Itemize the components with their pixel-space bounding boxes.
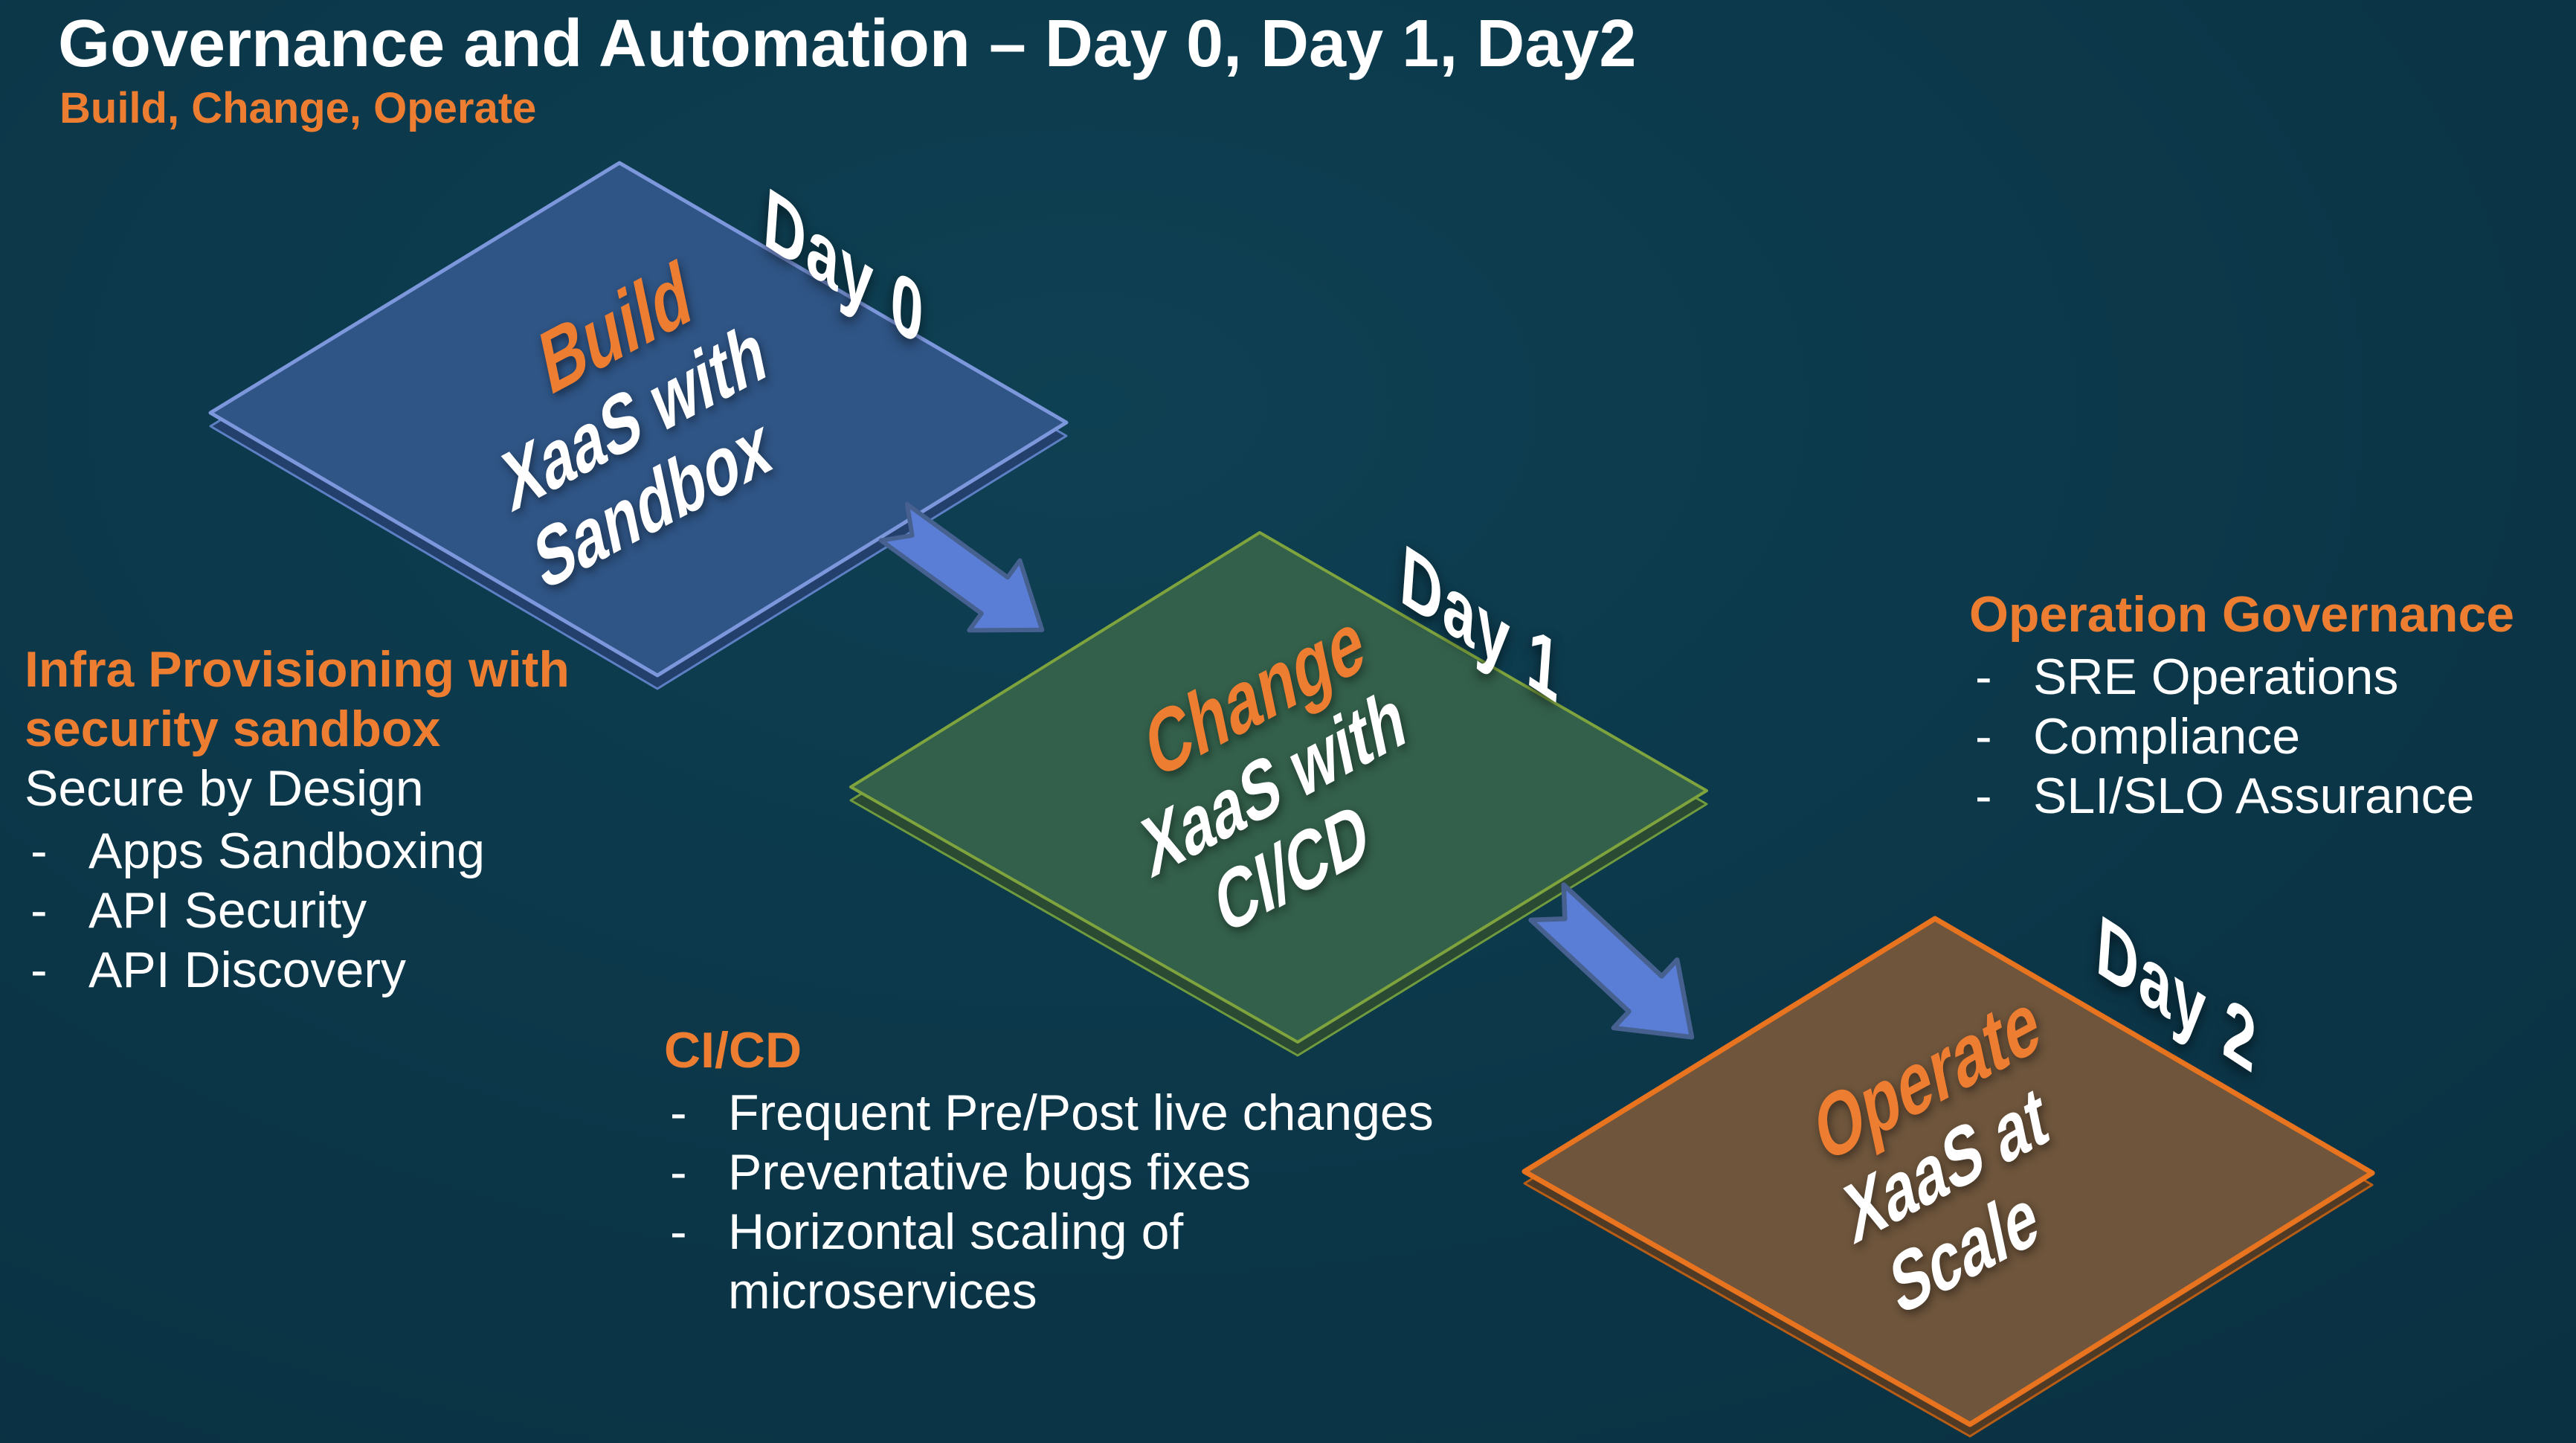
- bullet-text: Preventative bugs fixes: [728, 1144, 1252, 1201]
- list-item: - API Discovery: [25, 940, 570, 1000]
- opgov-note-heading: Operation Governance: [1969, 586, 2515, 643]
- bullet-dash: -: [30, 823, 48, 879]
- list-item: - Preventative bugs fixes: [664, 1142, 1434, 1202]
- infra-note-heading-line1: Infra Provisioning with: [25, 641, 570, 698]
- infra-note-list: - Apps Sandboxing - API Security - API D…: [25, 821, 570, 1000]
- operate-diamond-face: [1522, 916, 2375, 1427]
- bullet-text: API Discovery: [88, 942, 406, 998]
- cicd-note-list: - Frequent Pre/Post live changes - Preve…: [664, 1083, 1434, 1321]
- slide-subtitle: Build, Change, Operate: [59, 84, 537, 132]
- arrow-change-to-operate: [1528, 882, 1695, 1040]
- slide-title: Governance and Automation – Day 0, Day 1…: [58, 7, 1637, 81]
- list-item: - Compliance: [1969, 707, 2514, 766]
- arrow-change-to-operate-shape: [1528, 882, 1695, 1040]
- bullet-dash: -: [670, 1203, 687, 1260]
- operation-governance-note: Operation Governance - SRE Operations - …: [1969, 585, 2514, 826]
- bullet-dash: -: [1975, 649, 1992, 705]
- cicd-note: CI/CD - Frequent Pre/Post live changes -…: [664, 1021, 1434, 1321]
- infra-note-heading-line2: security sandbox: [25, 701, 441, 757]
- bullet-text: API Security: [88, 882, 367, 939]
- bullet-text: Horizontal scaling of microservices: [728, 1203, 1184, 1320]
- build-diamond-face: [208, 161, 1069, 678]
- list-item: - Apps Sandboxing: [25, 821, 570, 881]
- list-item: - Horizontal scaling of microservices: [664, 1202, 1434, 1321]
- bullet-dash: -: [1975, 708, 1992, 765]
- list-item: - SRE Operations: [1969, 647, 2514, 707]
- bullet-text: SRE Operations: [2033, 649, 2399, 705]
- bullet-dash: -: [1975, 768, 1992, 824]
- build-diamond: [208, 161, 1069, 690]
- cicd-note-heading: CI/CD: [664, 1022, 802, 1079]
- list-item: - SLI/SLO Assurance: [1969, 766, 2514, 826]
- bullet-text: Compliance: [2033, 708, 2301, 765]
- list-item: - Frequent Pre/Post live changes: [664, 1083, 1434, 1142]
- arrow-build-to-change: [878, 502, 1045, 633]
- bullet-dash: -: [30, 882, 48, 939]
- arrow-build-to-change-shape: [878, 502, 1045, 633]
- infra-note-intro: Secure by Design: [25, 760, 424, 817]
- bullet-dash: -: [30, 942, 48, 998]
- operate-diamond: [1522, 916, 2375, 1438]
- bullet-text: SLI/SLO Assurance: [2033, 768, 2475, 824]
- list-item: - API Security: [25, 881, 570, 940]
- opgov-note-list: - SRE Operations - Compliance - SLI/SLO …: [1969, 647, 2514, 826]
- bullet-dash: -: [670, 1084, 687, 1141]
- infra-note: Infra Provisioning with security sandbox…: [25, 640, 570, 1000]
- bullet-text: Frequent Pre/Post live changes: [728, 1084, 1434, 1141]
- change-diamond-face: [849, 531, 1708, 1044]
- change-diamond: [849, 531, 1708, 1057]
- bullet-text: Apps Sandboxing: [88, 823, 486, 879]
- bullet-dash: -: [670, 1144, 687, 1201]
